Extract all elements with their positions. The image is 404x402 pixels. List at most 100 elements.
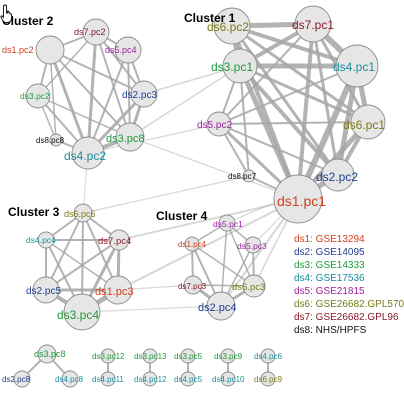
edge — [238, 64, 340, 177]
node-label: ds3.pc8 — [106, 133, 145, 145]
legend-item-ds2: ds2: GSE14095 — [294, 247, 365, 258]
node-label: ds4.pc1 — [333, 60, 375, 74]
node-ds2-pc5: ds2.pc5 — [26, 276, 61, 304]
node-ds6-pc9: ds6.pc9 — [254, 371, 283, 387]
node-ds4-pc12: ds4.pc12 — [134, 371, 167, 387]
node-label: ds3.pc1 — [211, 60, 253, 74]
node-label: ds3.pc2 — [20, 91, 50, 101]
node-label: ds2.pc8 — [2, 375, 31, 384]
node-circle — [63, 293, 101, 331]
node-ds7-pc4: ds7.pc4 — [98, 229, 131, 251]
node-ds8-pc7: ds8.pc7 — [228, 169, 257, 183]
node-label: ds4.pc5 — [174, 375, 203, 384]
node-ds7-pc3: ds7.pc3 — [178, 275, 207, 295]
node-circle — [220, 371, 236, 387]
node-ds2-pc3: ds2.pc3 — [122, 80, 158, 108]
node-circle — [100, 371, 116, 387]
node-ds4-pc2: ds4.pc2 — [64, 136, 106, 170]
node-ds2-pc4: ds2.pc4 — [198, 291, 237, 321]
node-circle — [25, 83, 51, 109]
node-circle — [115, 122, 145, 152]
edge — [95, 31, 131, 138]
node-label: ds6.pc3 — [232, 282, 265, 293]
node-circle — [242, 169, 256, 183]
node-ds6-pc3: ds6.pc3 — [232, 274, 266, 298]
node-circle — [114, 36, 142, 64]
edge — [118, 198, 299, 241]
node-label: ds1.pc2 — [2, 45, 34, 55]
node-ds5-pc2: ds5.pc2 — [197, 111, 232, 137]
node-ds2-pc2: ds2.pc2 — [316, 158, 358, 192]
node-label: ds7.pc2 — [74, 27, 106, 37]
node-ds1-pc3: ds1.pc3 — [95, 275, 134, 305]
node-ds1-pc2: ds1.pc2 — [2, 35, 65, 65]
node-ds6-pc1: ds6.pc1 — [343, 104, 386, 140]
edge — [37, 31, 97, 97]
edge — [45, 212, 84, 291]
node-label: ds1.pc3 — [95, 286, 134, 298]
node-label: ds4.pc6 — [254, 352, 283, 361]
node-circle — [108, 229, 130, 251]
node-ds1-pc1: ds1.pc1 — [273, 174, 326, 224]
node-circle — [206, 111, 232, 137]
node-ds3-pc5: ds3.pc5 — [174, 348, 203, 364]
node-ds3-pc4: ds3.pc4 — [57, 293, 101, 331]
edge — [86, 30, 98, 155]
node-ds4-pc11: ds4.pc11 — [92, 371, 124, 387]
node-label: ds4.pc11 — [92, 375, 124, 384]
node-label: ds2.pc3 — [122, 90, 157, 101]
node-ds4-pc6: ds4.pc6 — [254, 348, 283, 364]
node-label: ds2.pc5 — [26, 286, 61, 297]
node-circle — [218, 214, 236, 232]
node-label: ds3.pc5 — [174, 352, 203, 361]
node-circle — [37, 231, 55, 249]
cluster-title: Cluster 2 — [2, 14, 54, 28]
edge — [127, 49, 131, 138]
edge — [45, 239, 120, 291]
edge — [81, 305, 222, 313]
node-ds7-pc1: ds7.pc1 — [292, 5, 334, 43]
node-circle — [142, 348, 158, 364]
node-label: ds7.pc4 — [98, 236, 131, 247]
node-label: ds3.pc12 — [92, 352, 125, 361]
node-label: ds1.pc4 — [178, 240, 207, 249]
node-label: ds4.pc12 — [134, 375, 167, 384]
node-ds6-pc6: ds6.pc6 — [64, 203, 96, 223]
node-label: ds3.pc8 — [34, 349, 66, 359]
node-ds3-pc1: ds3.pc1 — [211, 48, 258, 84]
node-label: ds4.pc8 — [55, 375, 84, 384]
node-circle — [37, 344, 57, 364]
node-ds2-pc8: ds2.pc8 — [2, 370, 31, 388]
legend-item-ds3: ds3: GSE14333 — [294, 260, 365, 271]
edge — [82, 175, 250, 214]
node-ds5-pc1: ds5.pc1 — [213, 214, 243, 232]
node-label: ds5.pc3 — [237, 241, 267, 251]
node-label: ds7.pc1 — [292, 18, 334, 32]
node-circle — [13, 370, 31, 388]
node-circle — [260, 348, 276, 364]
edge — [191, 243, 255, 287]
node-label: ds6.pc1 — [343, 118, 385, 132]
node-label: ds6.pc2 — [207, 20, 249, 34]
edge — [129, 65, 241, 138]
node-circle — [100, 348, 116, 364]
node-ds4-pc4: ds4.pc4 — [26, 231, 56, 249]
node-circle — [220, 348, 236, 364]
node-circle — [213, 7, 251, 45]
node-circle — [103, 275, 133, 305]
node-circle — [273, 174, 323, 224]
edge — [117, 198, 299, 291]
legend-item-ds7: ds7: GSE26682.GPL96 — [294, 312, 399, 323]
edge — [239, 65, 250, 177]
node-ds4-pc10: ds4.pc10 — [212, 371, 245, 387]
node-ds3-pc2: ds3.pc2 — [20, 83, 51, 109]
edge — [49, 49, 57, 141]
node-circle — [130, 80, 158, 108]
edge — [296, 22, 315, 201]
node-label: ds8.pc8 — [36, 136, 65, 145]
node-ds3-pc9: ds3.pc9 — [214, 348, 243, 364]
edge — [230, 24, 370, 124]
node-ds6-pc2: ds6.pc2 — [207, 7, 251, 45]
